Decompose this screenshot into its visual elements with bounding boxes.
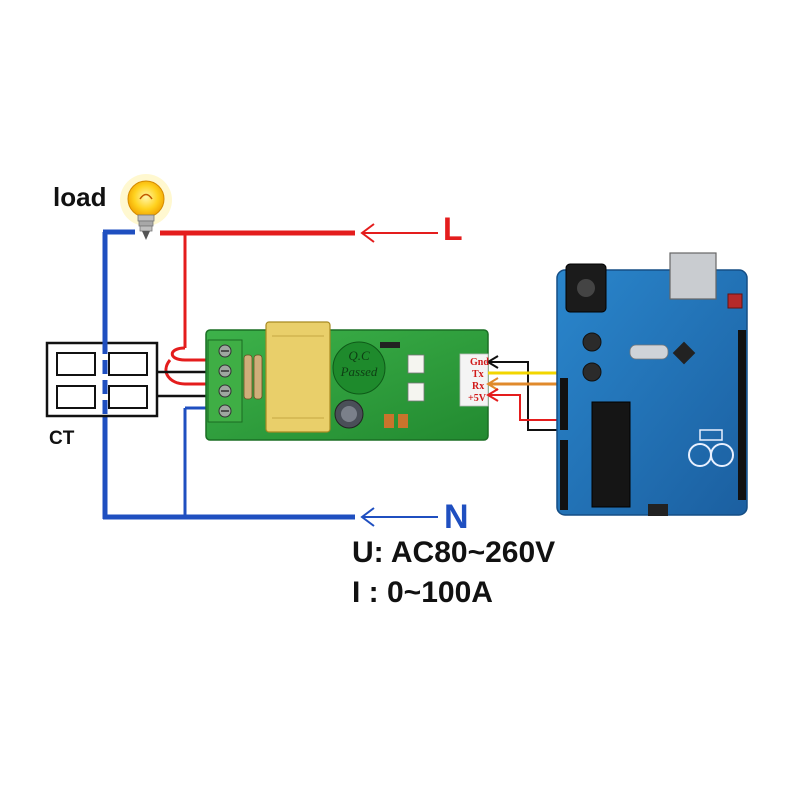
pin-label-5v: +5V <box>468 393 486 404</box>
live-label: L <box>443 211 463 247</box>
arrow-left-icon <box>360 507 438 527</box>
light-bulb-icon <box>120 174 172 240</box>
pzem-module-icon <box>205 321 489 441</box>
pin-label-gnd: Gnd <box>470 357 489 368</box>
pin-label-rx: Rx <box>472 381 485 392</box>
voltage-spec: U: AC80~260V <box>352 536 556 569</box>
ct-label: CT <box>49 428 75 449</box>
qc-sticker-line2: Passed <box>340 364 378 379</box>
arrow-left-icon <box>360 223 438 243</box>
current-transformer-icon <box>45 340 159 420</box>
ct-signal-wires <box>157 370 213 398</box>
qc-sticker-line1: Q.C <box>348 348 370 363</box>
arduino-uno-icon <box>556 252 748 516</box>
current-spec: I : 0~100A <box>352 576 493 609</box>
pin-label-tx: Tx <box>472 369 484 380</box>
neutral-label: N <box>444 498 469 536</box>
load-label: load <box>53 182 107 212</box>
live-wire <box>160 230 355 386</box>
